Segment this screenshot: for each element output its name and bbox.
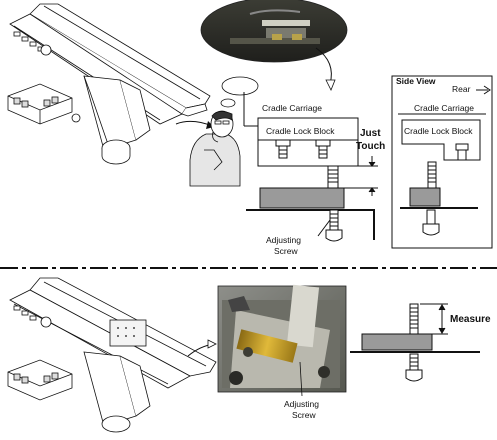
- just-label: Just: [360, 128, 381, 139]
- cradle-lock-block-label: Cradle Lock Block: [266, 126, 335, 136]
- side-view-label: Side View: [396, 76, 436, 86]
- bottom-photo: [217, 284, 347, 393]
- cradle-carriage-label: Cradle Carriage: [262, 103, 322, 113]
- pointer-arrow-top: [175, 120, 213, 127]
- side-cradle-lock-block-label: Cradle Lock Block: [404, 126, 473, 136]
- thinking-person-icon: [189, 110, 241, 187]
- adjusting-screw-bottom-label-1: Adjusting: [284, 399, 319, 409]
- adjusting-screw-label-2: Screw: [274, 246, 298, 256]
- thought-bubbles: [216, 76, 259, 117]
- bottom-photo-leader: [299, 361, 303, 397]
- adjusting-screw-bottom-label-2: Screw: [292, 410, 316, 420]
- front-view-diagram: [243, 92, 378, 242]
- bottom-cradle-drawing: [7, 277, 217, 433]
- side-cradle-carriage-label: Cradle Carriage: [414, 103, 474, 113]
- top-cradle-drawing: [7, 3, 211, 165]
- top-photo-oval: [200, 0, 348, 63]
- adjusting-screw-label-1: Adjusting: [266, 235, 301, 245]
- rear-label: Rear: [452, 84, 471, 94]
- measure-label: Measure: [450, 314, 491, 325]
- touch-label: Touch: [356, 141, 386, 152]
- measure-diagram: [350, 303, 480, 382]
- side-view-box: [391, 75, 493, 249]
